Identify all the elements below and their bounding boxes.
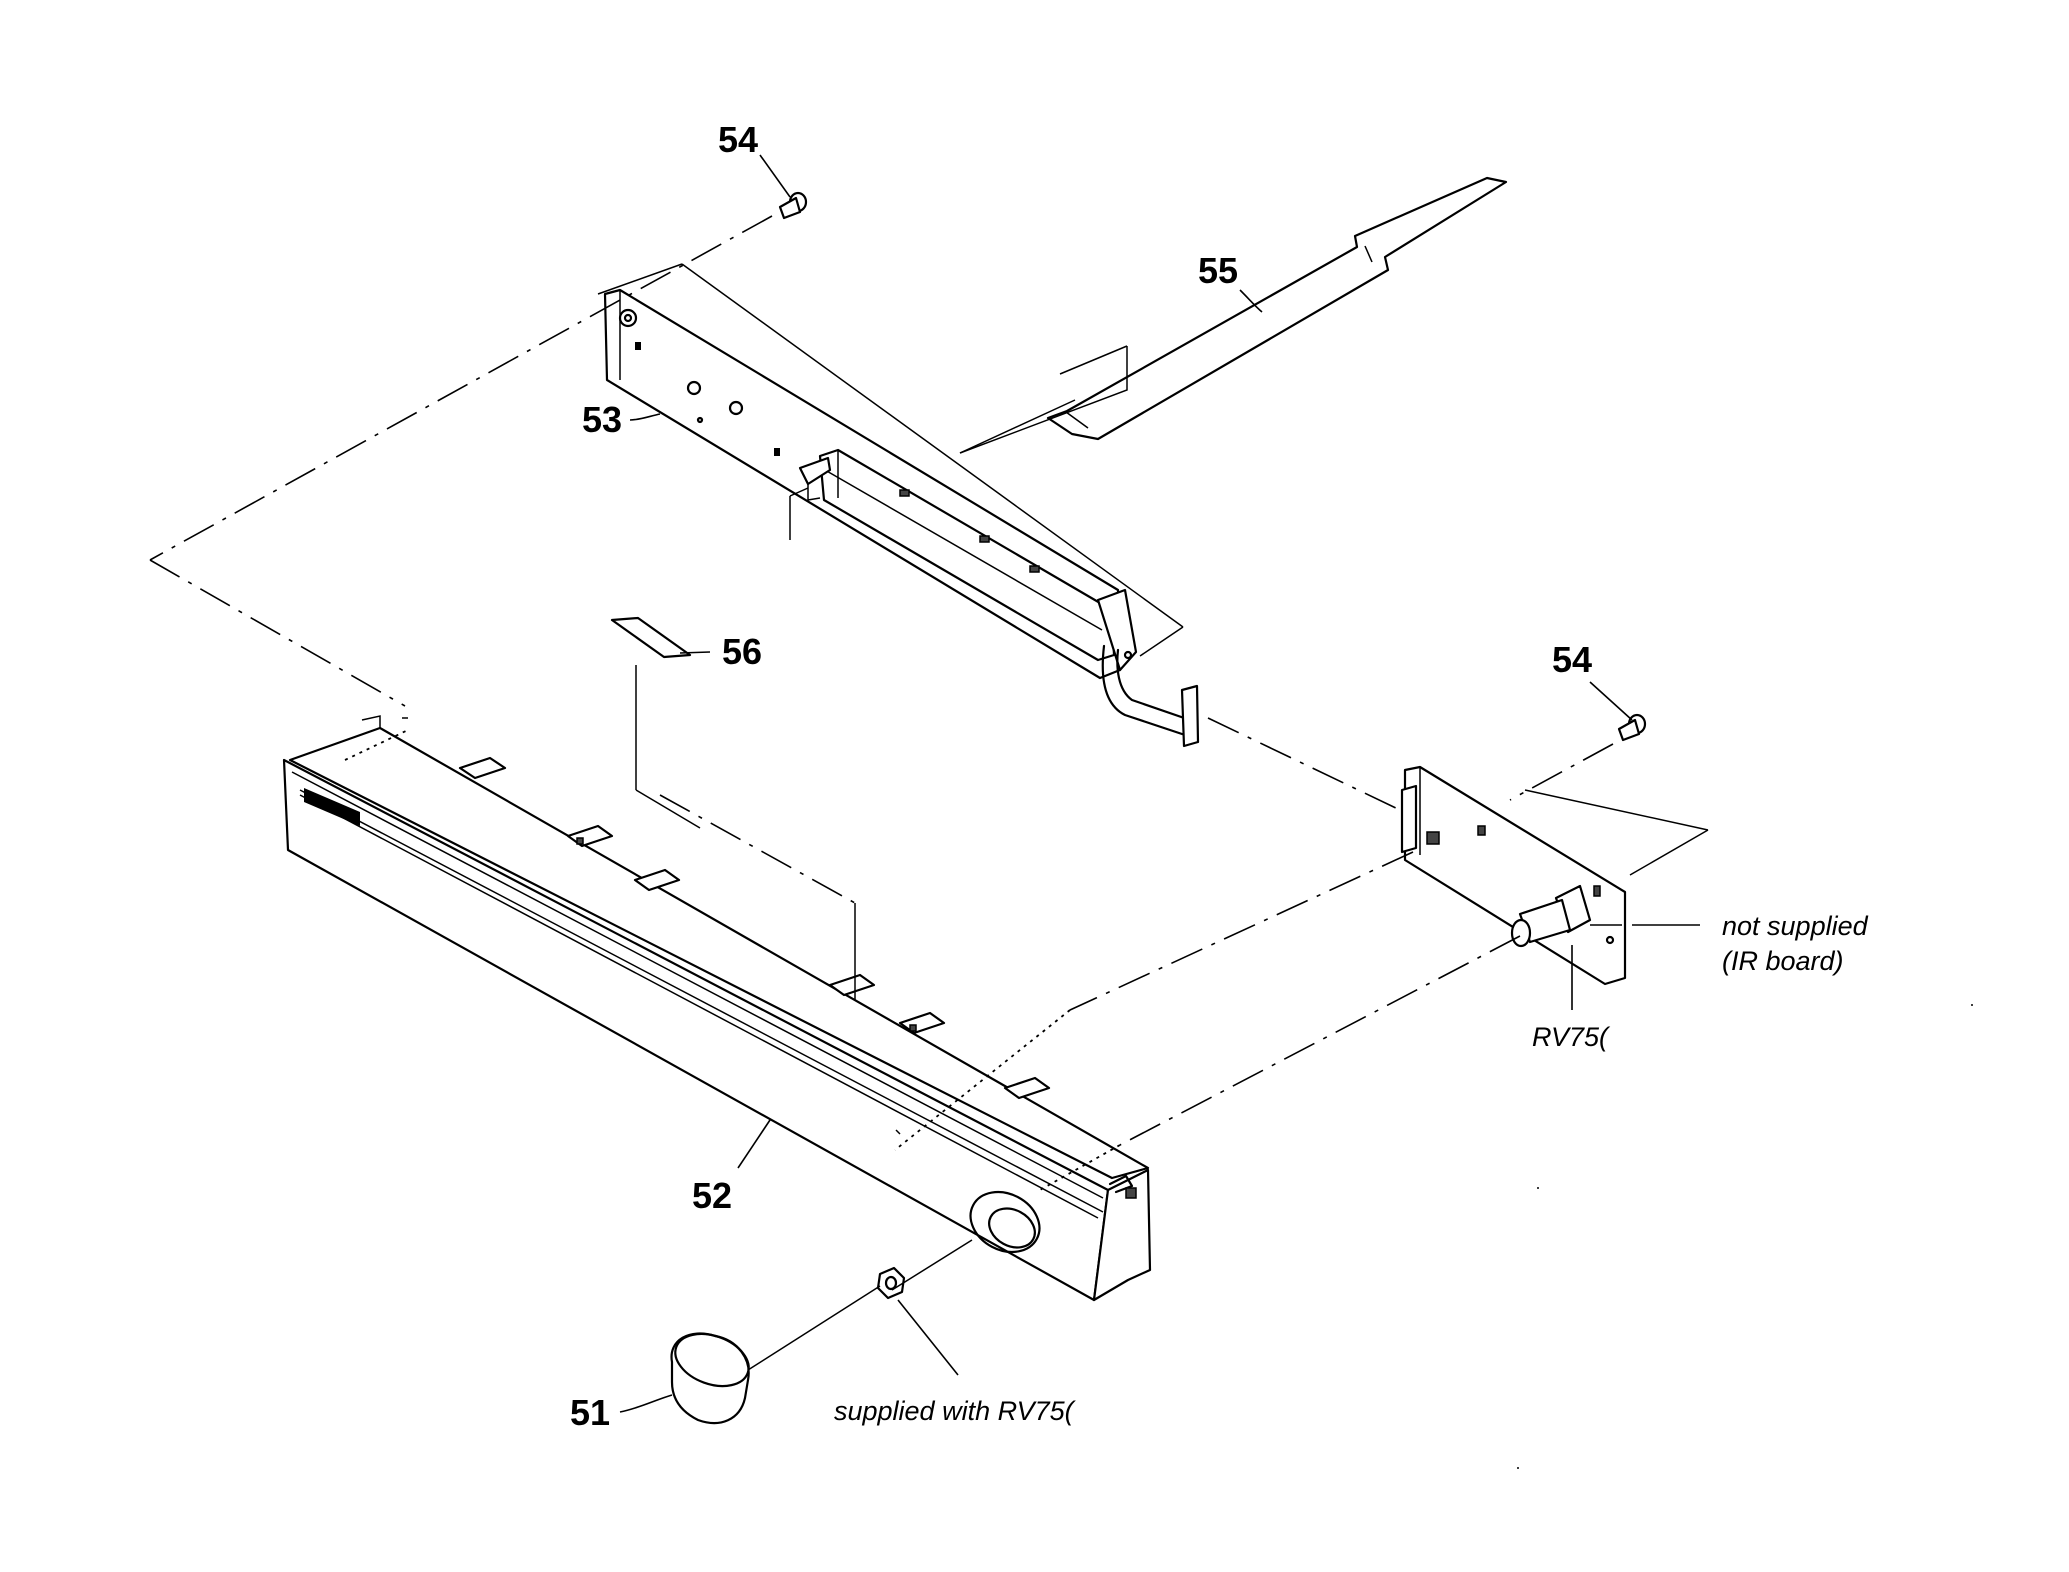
ir-board [1400, 765, 1709, 986]
part-55-flat-cable [1046, 176, 1508, 441]
part-52-front-panel [282, 715, 1152, 1302]
label-56: 56 [722, 631, 762, 672]
nut-supplied-with-rv750 [876, 1266, 906, 1300]
assembly-lines [149, 215, 1622, 1371]
label-54-right: 54 [1552, 639, 1592, 680]
label-54-top: 54 [718, 119, 758, 160]
label-51: 51 [570, 1392, 610, 1433]
note-ir-board: (IR board) [1722, 946, 1844, 976]
speck [1517, 1467, 1519, 1469]
note-not-supplied: not supplied [1722, 911, 1869, 941]
label-53: 53 [582, 399, 622, 440]
speck [1537, 1187, 1539, 1189]
ribbon-cable [1101, 644, 1200, 748]
part-53-front-board [597, 263, 1184, 680]
part-54-screw-top [778, 191, 808, 220]
note-supplied-with-rv750: supplied with RV75( [834, 1396, 1077, 1426]
part-51-knob [670, 1332, 750, 1425]
part-54-screw-right [1617, 713, 1647, 742]
label-52: 52 [692, 1175, 732, 1216]
part-56-sheet [610, 616, 701, 829]
speck [1971, 1004, 1973, 1006]
label-55: 55 [1198, 250, 1238, 291]
leader-lines [619, 154, 1700, 1413]
note-rv750: RV75( [1532, 1022, 1611, 1052]
